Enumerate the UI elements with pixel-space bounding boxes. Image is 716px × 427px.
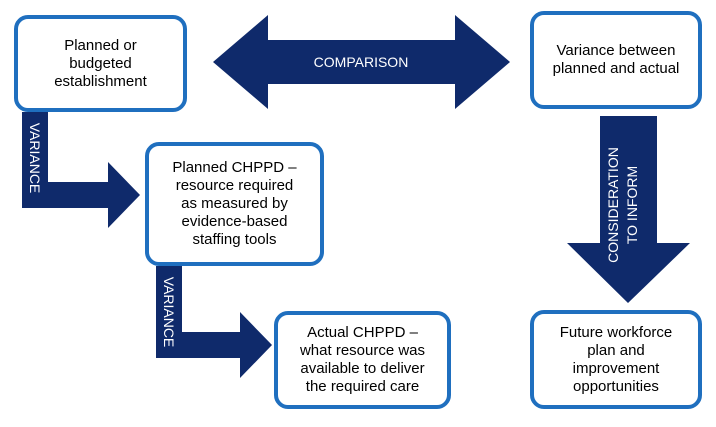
variance-arrow-1 xyxy=(22,112,140,228)
variance-arrow-1-label: VARIANCE xyxy=(27,123,43,194)
planned-chppd-box: Planned CHPPD – resource required as mea… xyxy=(145,142,324,266)
consideration-arrow-label-line1: CONSIDERATION xyxy=(605,147,621,263)
actual-chppd-box: Actual CHPPD – what resource was availab… xyxy=(274,311,451,409)
comparison-arrow-label: COMPARISON xyxy=(314,54,409,70)
future-workforce-box: Future workforce plan and improvement op… xyxy=(530,310,702,409)
variance-arrow-2 xyxy=(156,266,272,378)
comparison-arrow xyxy=(213,15,510,109)
variance-arrow-2-label: VARIANCE xyxy=(161,277,177,348)
variance-planned-actual-box: Variance between planned and actual xyxy=(530,11,702,109)
consideration-arrow xyxy=(567,116,690,303)
consideration-arrow-label-line2: TO INFORM xyxy=(624,166,640,244)
planned-budgeted-box: Planned or budgeted establishment xyxy=(14,15,187,112)
